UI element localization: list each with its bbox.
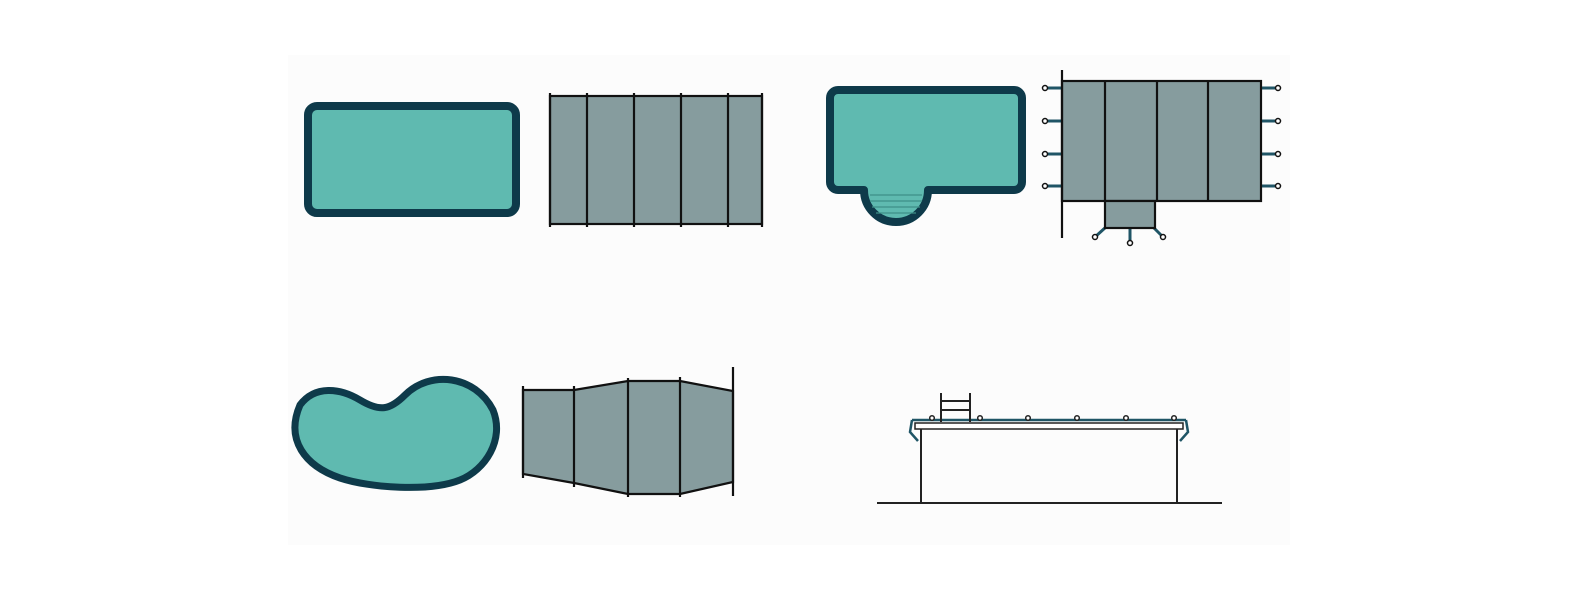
kidney-pool <box>291 376 501 491</box>
ladder <box>940 393 971 422</box>
roman-step-pool-cover <box>1041 70 1282 247</box>
roman-step-pool <box>826 86 1026 226</box>
kidney-pool-cover <box>521 367 735 497</box>
rectangle-pool-cover <box>548 93 764 227</box>
above-ground-pool-side-view <box>877 393 1222 504</box>
rectangle-pool <box>304 102 520 217</box>
